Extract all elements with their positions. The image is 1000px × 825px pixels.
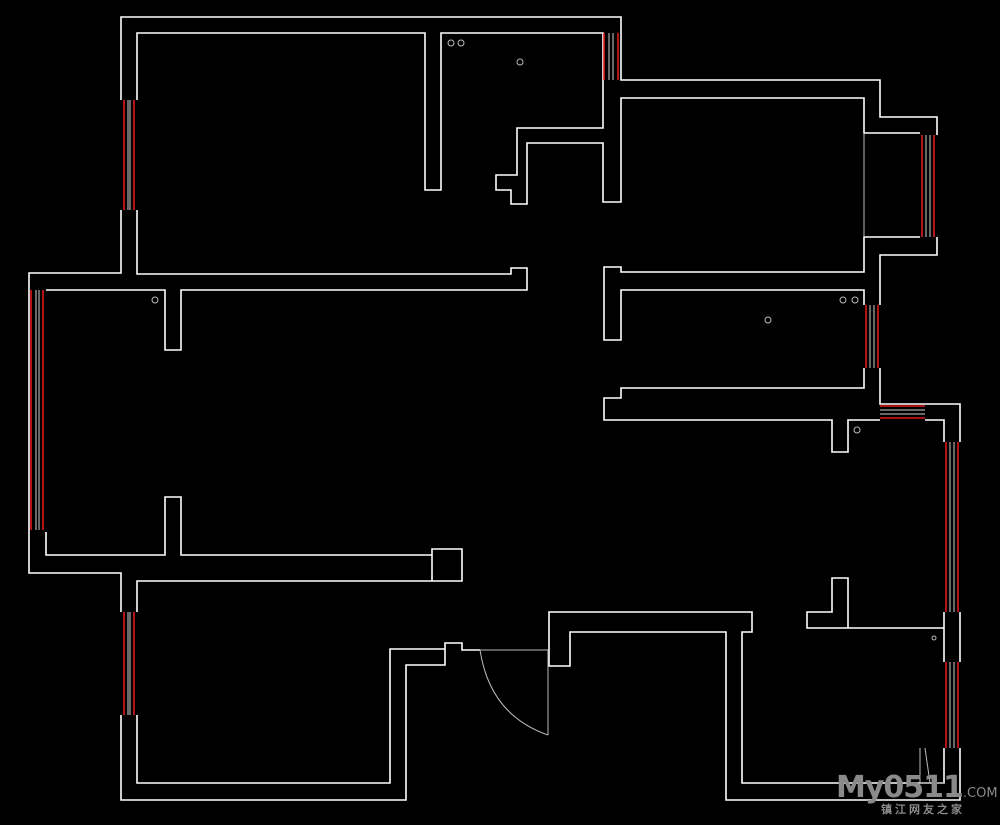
fixtures bbox=[151, 39, 937, 641]
watermark-logo-text: My0511 bbox=[836, 770, 964, 805]
entrance-door bbox=[479, 133, 944, 784]
windows bbox=[30, 33, 959, 748]
watermark-logo: My0511.COM 镇江网友之家 bbox=[836, 770, 998, 817]
watermark-domain: .COM bbox=[962, 786, 998, 801]
watermark-subtitle: 镇江网友之家 bbox=[881, 803, 965, 816]
walls bbox=[28, 16, 961, 801]
